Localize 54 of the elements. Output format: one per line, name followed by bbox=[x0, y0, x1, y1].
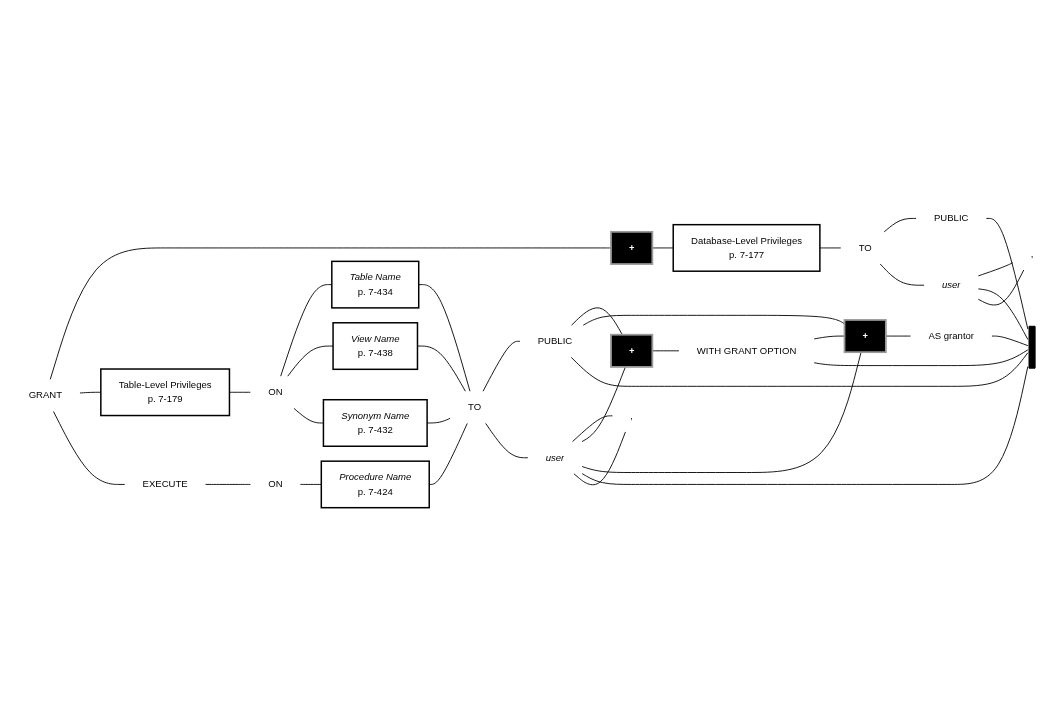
connector bbox=[977, 269, 1024, 306]
node-text: ON bbox=[267, 479, 283, 490]
connector bbox=[977, 262, 1013, 277]
node-text: TO bbox=[858, 242, 872, 253]
connector bbox=[417, 284, 470, 392]
node-text: GRANT bbox=[28, 390, 62, 401]
connector bbox=[49, 247, 611, 380]
node-text: PUBLIC bbox=[537, 335, 572, 347]
node-text: PUBLIC bbox=[933, 213, 968, 224]
node-text: AS grantor bbox=[927, 330, 974, 341]
connector bbox=[482, 340, 520, 392]
node-text: EXECUTE bbox=[142, 479, 188, 490]
node-box: Database-Level Privileges p. 7-177 bbox=[672, 223, 821, 272]
connector bbox=[581, 366, 626, 443]
node-text: WITH GRANT OPTION bbox=[696, 345, 796, 356]
node-box: + bbox=[843, 319, 887, 354]
connector bbox=[286, 345, 333, 377]
node-text: TO bbox=[467, 401, 481, 413]
connector bbox=[990, 335, 1028, 347]
node-text: , bbox=[629, 410, 633, 421]
node-box: View Name p. 7-438 bbox=[331, 322, 418, 371]
connector bbox=[813, 349, 1028, 367]
connector bbox=[883, 217, 917, 233]
connector bbox=[79, 391, 101, 394]
node-text: user bbox=[545, 452, 564, 463]
connector bbox=[879, 263, 924, 286]
node-text: user bbox=[941, 279, 960, 290]
connector bbox=[581, 366, 1028, 485]
connector bbox=[571, 415, 613, 443]
connector bbox=[570, 352, 1028, 387]
connector bbox=[985, 217, 1028, 330]
node-box: + bbox=[609, 333, 653, 368]
connector bbox=[582, 314, 845, 326]
connector bbox=[977, 288, 1028, 340]
connector bbox=[813, 335, 845, 340]
node-box: Table-Level Privileges p. 7-179 bbox=[99, 368, 230, 417]
connector bbox=[651, 350, 679, 352]
connector bbox=[484, 423, 528, 459]
connector bbox=[581, 351, 862, 473]
node-box: Table Name p. 7-434 bbox=[330, 260, 419, 309]
connector bbox=[204, 484, 251, 485]
node-box: Procedure Name p. 7-424 bbox=[320, 460, 430, 509]
connector bbox=[416, 345, 466, 392]
node-box: Synonym Name p. 7-432 bbox=[322, 399, 428, 447]
node-text: , bbox=[1030, 248, 1033, 259]
connector bbox=[52, 411, 125, 485]
node-text: ON bbox=[267, 386, 283, 398]
connector bbox=[228, 391, 251, 393]
node-box: + bbox=[609, 230, 653, 265]
connector bbox=[428, 423, 468, 485]
connector bbox=[426, 417, 451, 424]
connector bbox=[279, 284, 332, 377]
connector bbox=[573, 431, 626, 486]
connector bbox=[570, 307, 623, 336]
